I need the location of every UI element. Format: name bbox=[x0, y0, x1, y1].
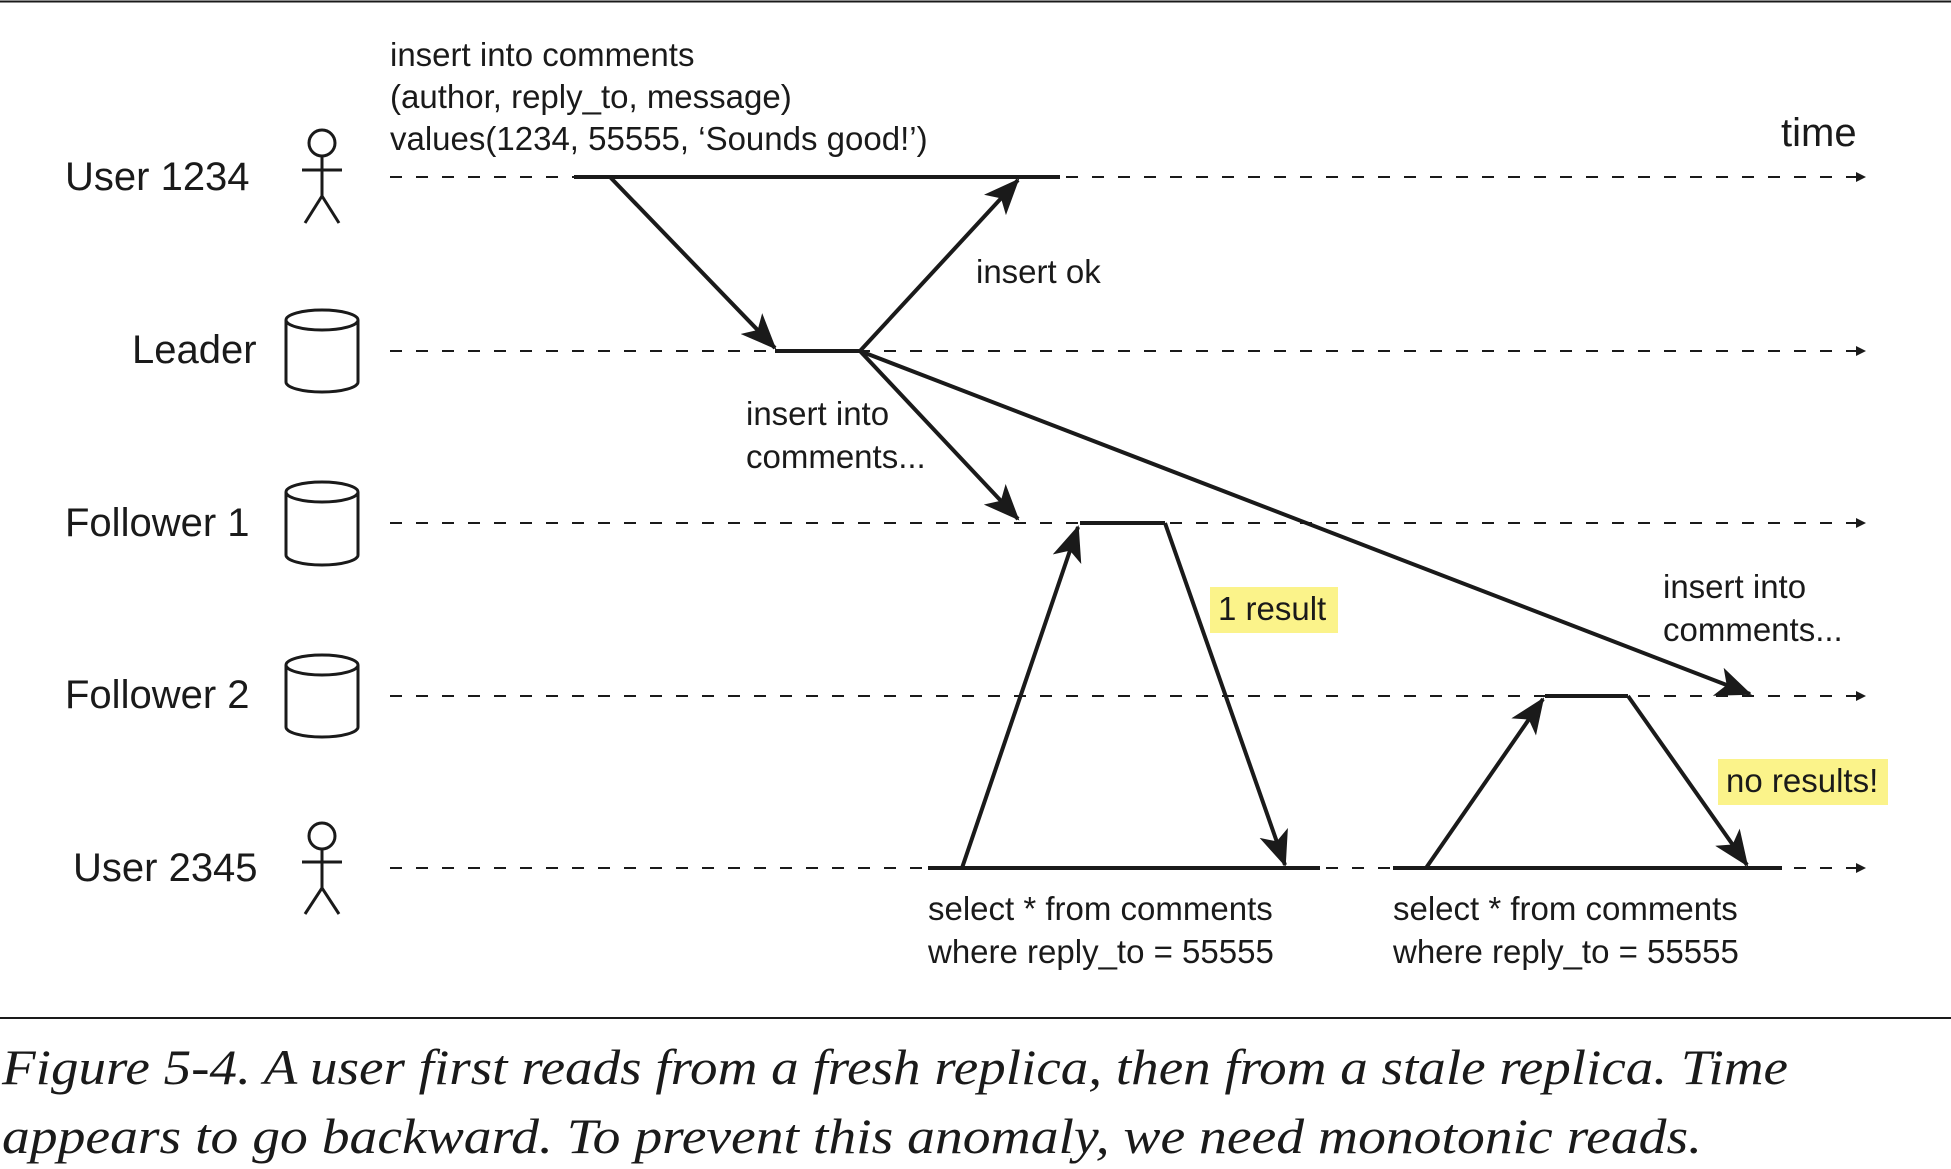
lane-label-leader: Leader bbox=[132, 328, 257, 372]
lane-label-follower-2: Follower 2 bbox=[65, 673, 250, 717]
caption-line: appears to go backward. To prevent this … bbox=[2, 1108, 1702, 1164]
replication-label-line: comments... bbox=[1663, 611, 1843, 648]
replication-label-line: insert into bbox=[746, 395, 889, 432]
select-query-2: select * from comments where reply_to = … bbox=[1392, 890, 1739, 970]
insert-query-line: values(1234, 55555, ‘Sounds good!’) bbox=[390, 120, 928, 157]
lane-label-user-2345: User 2345 bbox=[73, 846, 258, 890]
database-icon bbox=[284, 308, 360, 394]
arrow-result-follower-2 bbox=[1626, 694, 1749, 867]
insert-query-line: (author, reply_to, message) bbox=[390, 78, 792, 115]
no-results-label: no results! bbox=[1726, 762, 1878, 799]
arrow-insert-ok bbox=[858, 178, 1020, 353]
figure-caption: Figure 5-4. A user first reads from a fr… bbox=[1, 1039, 1788, 1164]
stick-figure-icon bbox=[302, 128, 342, 224]
select-query-line: where reply_to = 55555 bbox=[927, 933, 1274, 970]
arrow-replicate-follower-2 bbox=[859, 349, 1752, 696]
database-icon bbox=[284, 480, 360, 567]
insert-ok-label: insert ok bbox=[976, 253, 1101, 290]
insert-query-line: insert into comments bbox=[390, 36, 694, 73]
arrow-read-follower-2 bbox=[1424, 697, 1545, 870]
select-query-line: where reply_to = 55555 bbox=[1392, 933, 1739, 970]
replication-label-line: comments... bbox=[746, 438, 926, 475]
result-highlight bbox=[1210, 587, 1338, 633]
processing-segments bbox=[574, 175, 1782, 870]
replication-label-follower-1: insert into comments... bbox=[746, 395, 926, 475]
arrow-read-follower-1 bbox=[960, 525, 1082, 869]
time-label: time bbox=[1781, 111, 1857, 155]
insert-query: insert into comments (author, reply_to, … bbox=[390, 36, 928, 157]
arrow-replicate-follower-1 bbox=[858, 349, 1020, 521]
select-query-line: select * from comments bbox=[928, 890, 1273, 927]
caption-line: Figure 5-4. A user first reads from a fr… bbox=[1, 1039, 1788, 1095]
arrow-result-follower-1 bbox=[1163, 522, 1288, 867]
no-results-highlight bbox=[1718, 759, 1888, 805]
arrow-insert-to-leader bbox=[608, 175, 777, 350]
replication-label-follower-2: insert into comments... bbox=[1663, 568, 1843, 648]
lane-label-user-1234: User 1234 bbox=[65, 155, 250, 199]
lane-label-follower-1: Follower 1 bbox=[65, 501, 250, 545]
select-query-1: select * from comments where reply_to = … bbox=[927, 890, 1274, 970]
replication-label-line: insert into bbox=[1663, 568, 1806, 605]
one-result-label: 1 result bbox=[1218, 590, 1326, 627]
select-query-line: select * from comments bbox=[1393, 890, 1738, 927]
stick-figure-icon bbox=[302, 821, 342, 915]
database-icon bbox=[284, 653, 360, 739]
messages bbox=[608, 175, 1752, 870]
